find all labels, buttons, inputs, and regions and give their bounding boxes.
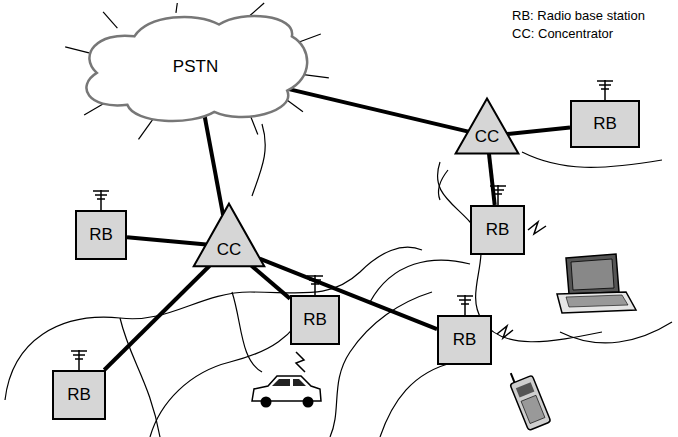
antenna-line (494, 193, 502, 195)
subscriber-line (138, 118, 153, 139)
antenna-line (461, 303, 469, 305)
trunk-link (104, 266, 209, 370)
antenna-line (78, 350, 80, 370)
terrain-line (330, 292, 432, 437)
phone-screen (516, 382, 535, 397)
antenna-line (309, 279, 321, 281)
concentrator-triangle: CC (193, 203, 265, 267)
laptop-screen (566, 254, 619, 294)
node-label: RB (486, 221, 510, 240)
node-label: RB (593, 115, 617, 134)
phone-keypad (521, 395, 545, 423)
key-text: RB: Radio base station (512, 8, 645, 24)
antenna-line (95, 194, 107, 196)
antenna-line (314, 275, 316, 295)
antenna-line (75, 358, 83, 360)
network-name: PSTN (173, 58, 218, 77)
key-text: CC: Concentrator (512, 26, 613, 42)
terrain-line (252, 124, 265, 196)
trunk-link (204, 114, 223, 215)
node-label: RB (453, 331, 477, 350)
node-label: CC (217, 241, 242, 260)
antenna-line (490, 185, 506, 187)
concentrator-triangle: CC (455, 98, 519, 154)
subscriber-line (176, 3, 177, 13)
network-cloud: PSTN (78, 8, 313, 126)
antenna-line (599, 84, 611, 86)
antenna-line (93, 190, 109, 192)
antenna-line (601, 88, 609, 90)
laptop-base (557, 292, 636, 313)
antenna-symbol (488, 183, 508, 205)
antenna-symbol (91, 188, 111, 210)
car-wheel (261, 397, 272, 408)
antenna-line (307, 275, 323, 277)
node-label: RB (89, 226, 113, 245)
trunk-link (251, 266, 290, 299)
antenna-line (492, 189, 504, 191)
radio-link-symbol (528, 222, 546, 234)
terrain-line (438, 170, 448, 200)
triangle-shape (194, 204, 265, 267)
antenna-line (604, 80, 606, 100)
radio-base-station: RB (75, 210, 127, 260)
triangle-shape (456, 99, 519, 154)
car-icon (252, 376, 321, 408)
trunk-link (284, 88, 469, 132)
node-label: RB (303, 311, 327, 330)
laptop-display (571, 259, 614, 290)
phone-antenna (511, 373, 515, 382)
phone-body (510, 375, 551, 430)
radio-link-symbol (497, 326, 513, 338)
antenna-line (457, 295, 473, 297)
antenna-symbol (69, 348, 89, 370)
trunk-link (127, 237, 206, 244)
terrain-line (380, 362, 455, 437)
antenna-symbol (455, 293, 475, 315)
antenna-line (497, 185, 499, 205)
car-window (293, 379, 306, 386)
antenna-symbol (595, 78, 615, 100)
car-window (272, 379, 290, 386)
antenna-line (311, 283, 319, 285)
trunk-link (489, 153, 495, 205)
terrain-line (560, 322, 672, 343)
node-label: CC (475, 128, 500, 147)
radio-base-station: RB (52, 370, 106, 420)
radio-base-station: RB (437, 315, 492, 365)
radio-link-symbol (296, 352, 305, 372)
trunk-link (260, 259, 437, 329)
antenna-line (597, 80, 613, 82)
antenna-line (71, 350, 87, 352)
trunk-link (507, 128, 570, 134)
node-label: RB (67, 386, 91, 405)
car-wheel (303, 397, 314, 408)
antenna-line (100, 190, 102, 210)
mobile-phone-icon (506, 366, 551, 431)
subscriber-line (304, 75, 329, 78)
antenna-line (464, 295, 466, 315)
cloud-shape (86, 16, 307, 121)
antenna-line (73, 354, 85, 356)
laptop-keyboard (566, 295, 628, 307)
radio-base-station: RB (290, 295, 340, 345)
antenna-line (97, 198, 105, 200)
antenna-line (459, 299, 471, 301)
radio-base-station: RB (570, 100, 640, 148)
laptop-icon (557, 254, 636, 313)
terrain-line (232, 292, 262, 372)
antenna-symbol (305, 273, 325, 295)
terrain-line (522, 152, 662, 167)
subscriber-line (103, 12, 117, 28)
radio-base-station: RB (470, 205, 525, 255)
terrain-line (150, 302, 312, 437)
subscriber-line (65, 47, 89, 53)
